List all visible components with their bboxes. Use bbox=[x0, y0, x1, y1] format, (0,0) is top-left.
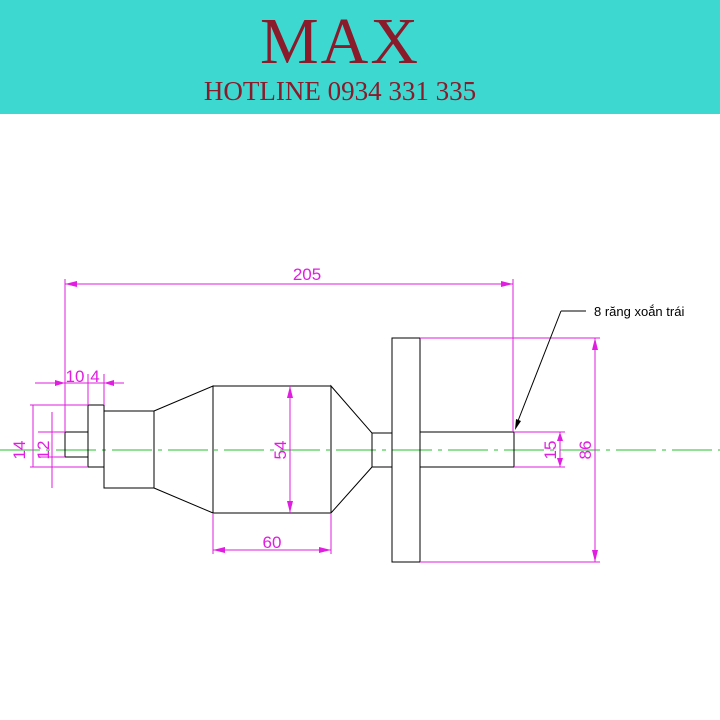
tip-shaft bbox=[64, 431, 89, 458]
dimension-lines bbox=[30, 279, 600, 563]
dimension-arrows bbox=[55, 281, 598, 562]
brand-logo: MAX bbox=[259, 5, 420, 78]
header-banner: MAX HOTLINE 0934 331 335 bbox=[0, 0, 720, 114]
threaded-shaft bbox=[419, 431, 515, 468]
dim-dia-14: 14 bbox=[10, 441, 29, 460]
dim-dia-12: 12 bbox=[34, 441, 53, 460]
dim-dia-54: 54 bbox=[271, 441, 290, 460]
thread-callout-leader bbox=[515, 310, 586, 427]
dim-step-10: 10 bbox=[66, 367, 85, 386]
hotline-text: HOTLINE 0934 331 335 bbox=[203, 76, 477, 106]
dim-length-60: 60 bbox=[263, 533, 282, 552]
tip-collar bbox=[87, 404, 105, 468]
technical-drawing: 205 10 4 14 12 54 60 15 86 8 răng xoắn t… bbox=[0, 265, 720, 563]
dim-overall-length: 205 bbox=[293, 265, 321, 284]
leader-arrow bbox=[515, 419, 521, 430]
thread-callout-text: 8 răng xoắn trái bbox=[594, 304, 684, 319]
dim-dia-15: 15 bbox=[541, 441, 560, 460]
dim-dia-86: 86 bbox=[576, 441, 595, 460]
dim-step-4: 4 bbox=[90, 367, 99, 386]
